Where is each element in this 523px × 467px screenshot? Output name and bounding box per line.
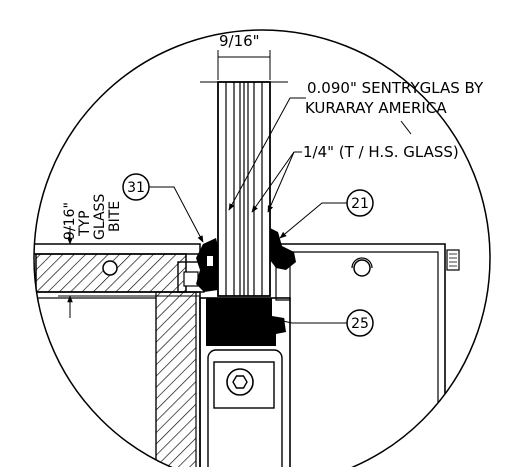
laminated-glass [217, 81, 271, 297]
tag-21: 21 [279, 189, 374, 239]
glass-type-callout: 1/4" (T / H.S. GLASS) [251, 143, 459, 213]
tag-21-label: 21 [351, 196, 369, 212]
tag-31: 31 [122, 173, 204, 243]
left-frame [34, 243, 205, 467]
bite-glass-label: GLASS [92, 194, 108, 240]
interlayer-label-line1: 0.090" SENTRYGLAS BY [307, 79, 484, 97]
glass-width-label: 9/16" [219, 32, 260, 50]
tag-31-label: 31 [127, 180, 145, 196]
glazing-pocket [199, 297, 291, 467]
tag-25: 25 [277, 309, 374, 337]
right-mullion [275, 243, 460, 467]
section-geometry [34, 81, 460, 467]
detail-circle [33, 29, 491, 467]
bite-typ-label: TYP [77, 210, 93, 237]
exterior-gasket [270, 228, 296, 270]
tag-25-label: 25 [351, 316, 369, 332]
interlayer-label-line2: KURARAY AMERICA [305, 99, 447, 117]
bolt-icon [226, 368, 254, 396]
bite-value-label: 9/16" [62, 202, 78, 240]
setting-block [206, 298, 286, 346]
glass-bite-dimension: 9/16" TYP GLASS BITE [44, 194, 200, 318]
interlayer-callout: 0.090" SENTRYGLAS BY KURARAY AMERICA [228, 79, 484, 211]
bite-bite-label: BITE [107, 201, 123, 232]
glass-type-label: 1/4" (T / H.S. GLASS) [303, 143, 459, 161]
glass-width-dimension: 9/16" [200, 32, 288, 83]
